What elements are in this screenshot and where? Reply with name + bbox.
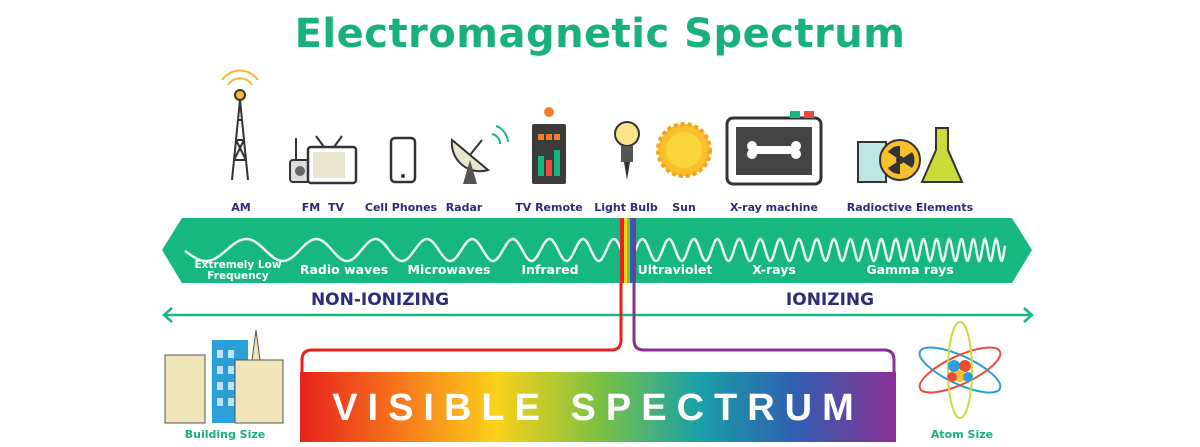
non-ionizing-label: NON-IONIZING [310,290,450,310]
label-light-bulb: Light Bulb [594,201,658,214]
label-tv: TV [327,201,345,214]
band-microwaves: Microwaves [407,262,491,277]
atom-icon [918,321,1002,419]
building-size-label: Building Size [184,428,266,441]
label-cell-phones: Cell Phones [364,201,438,214]
visible-spectrum-bar [300,372,896,442]
visible-spectrum-label: VISIBLE SPECTRUM [332,387,864,429]
band-infrared: Infrared [521,262,579,277]
building-icon [164,329,284,424]
remote-icon [532,107,566,184]
band-x-rays: X-rays [752,262,796,277]
ionization-arrow [162,307,1034,323]
radar-dish-icon [450,125,509,184]
ionizing-label: IONIZING [785,290,875,310]
xray-machine-icon [725,111,823,186]
light-bulb-icon [614,121,640,180]
band-radio-waves: Radio waves [299,262,389,277]
phone-icon [389,136,417,184]
radioactive-icon [857,127,964,183]
label-radar: Radar [445,201,483,214]
band-elf-line2: Frequency [207,270,269,282]
label-tv-remote: TV Remote [515,201,583,214]
label-sun: Sun [672,201,696,214]
band-gamma-rays: Gamma rays [866,262,954,277]
wave-line [184,236,1007,264]
tv-icon [306,135,358,185]
label-radioactive-elements: Radioctive Elements [846,201,974,214]
violet-bracket-line [632,283,896,372]
sun-icon [656,122,712,178]
band-elf: Extremely Low Frequency [194,260,281,282]
radio-tower-icon [221,69,259,181]
band-ultraviolet: Ultraviolet [637,262,713,277]
red-bracket-line [300,283,623,372]
label-am: AM [231,201,251,214]
band-elf-line1: Extremely Low [194,259,282,271]
label-fm: FM [301,201,321,214]
label-xray-machine: X-ray machine [730,201,818,214]
page-title: Electromagnetic Spectrum [294,11,906,57]
atom-size-label: Atom Size [930,428,994,441]
spectrum-band [162,218,1032,283]
visible-strip [620,218,636,283]
